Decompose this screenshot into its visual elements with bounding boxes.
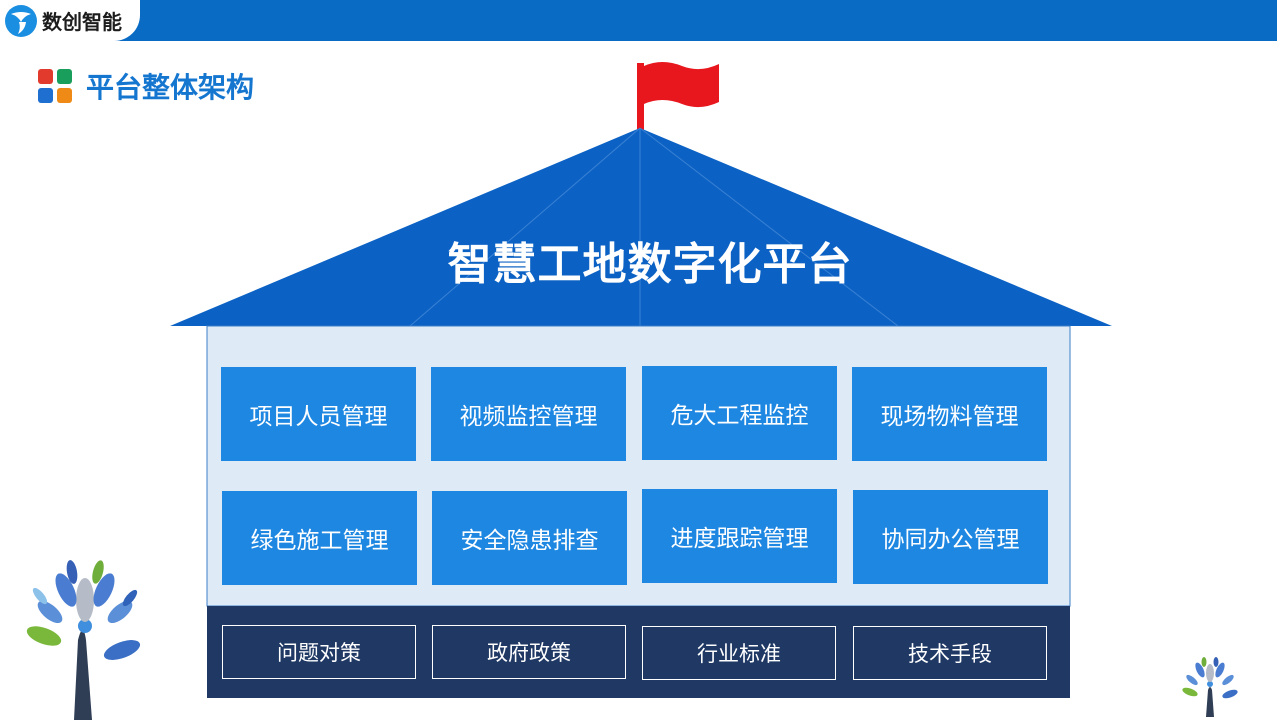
brand-name: 数创智能 [42,10,122,34]
top-banner [0,0,1277,41]
roof [170,128,1112,326]
brand-logo-icon [5,4,37,37]
platform-title: 智慧工地数字化平台 [447,239,853,290]
foundation-box: 政府政策 [432,625,626,679]
roof-lines [409,127,899,327]
foundation-box: 行业标准 [642,626,836,680]
module-box: 现场物料管理 [852,367,1047,461]
section-header: 平台整体架构 [38,66,254,106]
module-box: 进度跟踪管理 [642,489,837,583]
house-foundation [207,606,1070,698]
brand-logo: 数创智能 [0,0,140,41]
module-box: 危大工程监控 [642,366,837,460]
section-title: 平台整体架构 [86,71,255,104]
tree-people-icon-small [1182,657,1238,717]
module-box: 安全隐患排查 [432,491,627,585]
module-box: 项目人员管理 [221,367,416,461]
red-flag-icon [637,62,719,133]
grid-squares-icon [38,69,72,103]
module-box: 绿色施工管理 [222,491,417,585]
foundation-box: 技术手段 [853,626,1047,680]
tree-people-icon-large [26,560,141,720]
module-box: 视频监控管理 [431,367,626,461]
foundation-box: 问题对策 [222,625,416,679]
module-box: 协同办公管理 [853,490,1048,584]
